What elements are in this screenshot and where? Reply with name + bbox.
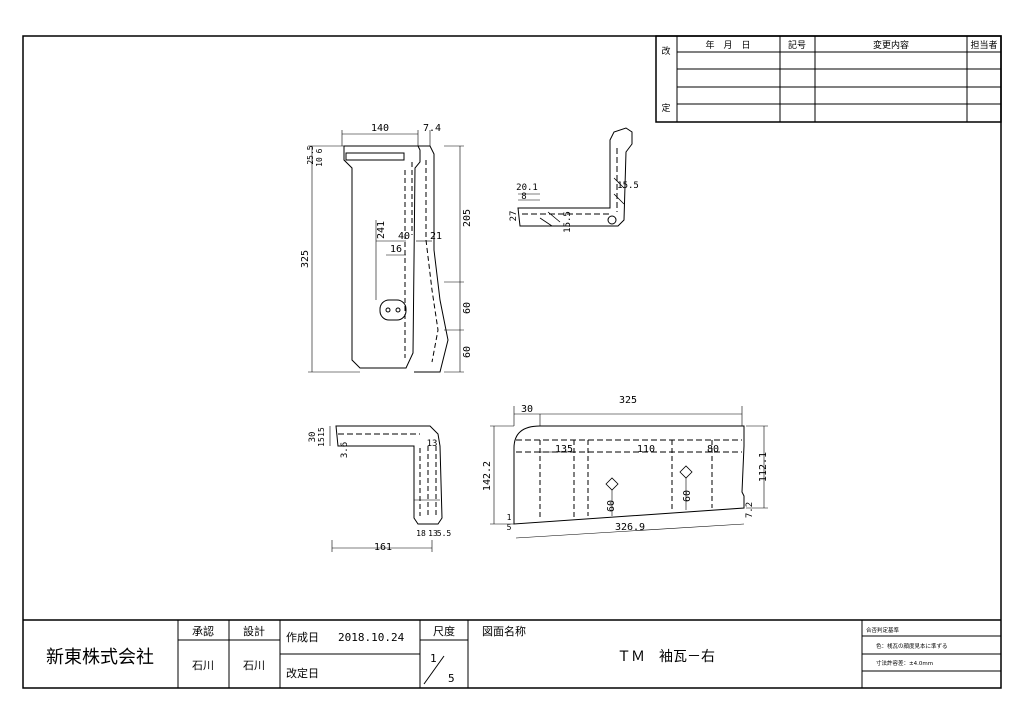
dim-15-b: 15 — [317, 437, 326, 447]
dim-325-horizontal: 325 — [619, 395, 637, 406]
dim-60-b: 60 — [462, 346, 473, 358]
created-date: 2018.10.24 — [338, 631, 405, 644]
drawing-name: ＴＭ 袖瓦－右 — [617, 649, 715, 665]
dim-25-5: 25.5 — [306, 145, 315, 164]
dim-161: 161 — [374, 542, 392, 553]
title-block — [23, 619, 1001, 688]
dim-60-a: 60 — [462, 302, 473, 314]
revised-label: 改定日 — [286, 666, 319, 680]
view-front — [329, 425, 443, 552]
scale-label: 尺度 — [433, 624, 455, 638]
view-top — [308, 130, 464, 373]
dim-8: 8 — [521, 192, 526, 202]
dim-13: 13 — [427, 439, 438, 449]
approve-label: 承認 — [192, 624, 214, 638]
dim-30-horizontal: 30 — [521, 404, 533, 415]
view-side-section — [517, 127, 633, 227]
sheet-border — [22, 35, 1002, 689]
dim-30-vertical: 30 — [308, 432, 318, 443]
dim-60-d: 60 — [682, 490, 693, 502]
dim-142-2: 142.2 — [482, 461, 493, 491]
dim-1: 1 — [507, 513, 512, 522]
criteria-tolerance: 寸法許容差：±4.0mm — [876, 659, 933, 667]
dim-205: 205 — [462, 209, 473, 227]
dim-10: 10 — [315, 157, 324, 167]
dim-326-9: 326.9 — [615, 522, 645, 533]
scale-numerator: 1 — [430, 652, 437, 665]
dim-241: 241 — [376, 221, 387, 239]
revision-col-person: 担当者 — [970, 39, 997, 51]
drawing-name-label: 図面名称 — [482, 624, 526, 638]
approve-name: 石川 — [192, 659, 214, 672]
revision-table — [655, 35, 1002, 123]
revision-col-mark: 記号 — [788, 39, 806, 51]
dim-7-2: 7.2 — [745, 502, 755, 518]
dim-15-5-a: 15.5 — [617, 181, 639, 191]
dim-16: 16 — [390, 244, 402, 255]
dim-3-6: 3.6 — [340, 442, 350, 458]
dim-5: 5 — [507, 523, 512, 532]
criteria-color: 色：桟瓦の顔度見本に準ずる — [876, 642, 948, 650]
dim-15-5-b: 15.5 — [563, 211, 573, 233]
dim-112-1: 112.1 — [758, 452, 769, 482]
dim-20-1: 20.1 — [516, 183, 538, 193]
design-label: 設計 — [243, 624, 265, 638]
dim-18: 18 — [416, 529, 426, 538]
dim-13-bottom: 13 — [428, 529, 438, 538]
dim-27: 27 — [509, 211, 519, 222]
dim-6: 6 — [315, 148, 324, 153]
scale-denominator: 5 — [448, 672, 455, 685]
criteria-title: 合否判定基準 — [866, 626, 900, 634]
dim-40: 40 — [398, 231, 410, 242]
dim-135: 135 — [555, 444, 573, 455]
dim-15-a: 15 — [317, 427, 326, 437]
created-label: 作成日 — [286, 631, 319, 644]
dim-7-4: 7.4 — [423, 123, 441, 134]
revision-col-date: 年 月 日 — [705, 39, 750, 51]
dim-110: 110 — [637, 444, 655, 455]
dim-5-5: 5.5 — [437, 529, 452, 538]
dim-60-c: 60 — [606, 500, 617, 512]
revision-side-label-top: 改 — [661, 45, 670, 57]
revision-side-label-bottom: 定 — [661, 102, 670, 114]
dim-140: 140 — [371, 123, 389, 134]
dim-80: 80 — [707, 444, 719, 455]
design-name: 石川 — [243, 659, 265, 672]
company-name: 新東株式会社 — [46, 647, 154, 668]
dim-325-vertical: 325 — [300, 250, 311, 268]
dim-21: 21 — [430, 231, 442, 242]
view-side-elevation — [490, 406, 768, 539]
revision-col-content: 変更内容 — [873, 39, 909, 51]
